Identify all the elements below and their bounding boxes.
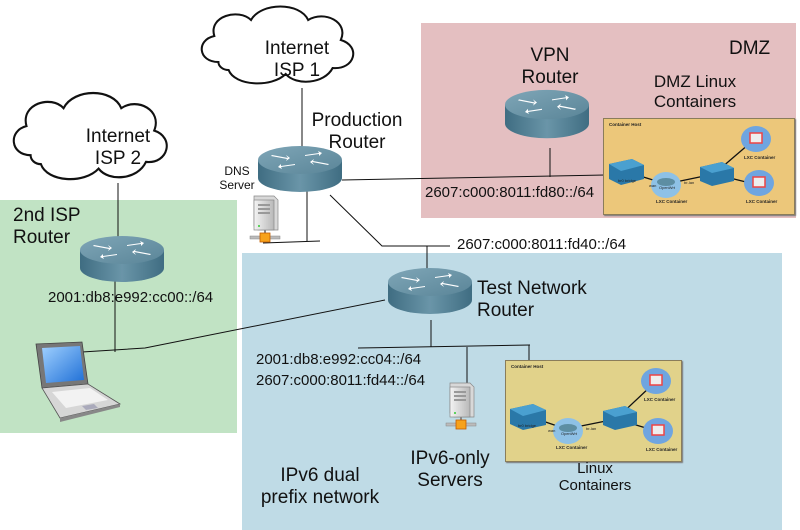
link-production-test xyxy=(329,194,450,247)
dmz-zone-label: DMZ xyxy=(729,38,771,59)
lxc-container-label: LXC Container xyxy=(646,447,678,452)
test-lan-bridge-icon xyxy=(603,406,637,430)
openwrt-label: OpenWrt xyxy=(561,431,577,436)
isp2-prefix-label: 2001:db8:e992:cc00::/64 xyxy=(48,289,214,306)
vpn-router-icon xyxy=(505,89,589,139)
dmz-lxc-container-icon xyxy=(744,170,774,196)
isp1-cloud-label: Internet ISP 1 xyxy=(264,38,330,81)
ipv6only-servers-label: IPv6-only Servers xyxy=(410,448,490,491)
dmz-containers-label: DMZ Linux Containers xyxy=(653,72,737,111)
lxc-container-label: LXC Container xyxy=(556,445,588,450)
link-production-dmz xyxy=(341,174,606,181)
isp2-router-icon xyxy=(80,236,164,282)
dmz-lan-bridge-icon xyxy=(700,162,734,186)
isp2-cloud-label: Internet ISP 2 xyxy=(85,126,151,169)
br-lan-label: br-lan xyxy=(586,426,597,431)
vpn-router-label: VPN Router xyxy=(521,45,579,88)
dmz-container-host: Container Host br0 bridge wan OpenWrt br… xyxy=(603,118,795,215)
dns-server-icon xyxy=(249,195,281,243)
test-lxc-container-icon xyxy=(643,418,673,444)
container-host-title: Container Host xyxy=(609,122,642,127)
test-lan-bus xyxy=(357,344,531,349)
test-lxc-container-icon xyxy=(641,368,671,394)
br-lan-label: br-lan xyxy=(684,180,695,185)
wan-label: wan xyxy=(548,428,556,433)
dns-bus xyxy=(262,240,321,244)
br0-bridge-label: br0 bridge xyxy=(518,423,537,428)
test-lan-prefix-1-label: 2001:db8:e992:cc04::/64 xyxy=(256,351,422,368)
test-containers-label: Linux Containers xyxy=(558,460,632,495)
dmz-openwrt-icon xyxy=(651,172,681,198)
ipv6only-server-icon xyxy=(445,382,477,430)
isp2-router-label: 2nd ISP Router xyxy=(13,205,81,248)
test-router-icon xyxy=(388,268,472,314)
dmz-br0-bridge-icon xyxy=(609,159,644,185)
container-host-title: Container Host xyxy=(511,364,544,369)
test-openwrt-icon xyxy=(553,418,583,444)
dmz-prefix-label: 2607:c000:8011:fd80::/64 xyxy=(425,184,595,201)
dmz-lxc-container-icon xyxy=(741,126,771,152)
lxc-container-label: LXC Container xyxy=(744,155,776,160)
wan-label: wan xyxy=(649,183,657,188)
lxc-container-label: LXC Container xyxy=(644,397,676,402)
production-router-label: Production Router xyxy=(311,110,403,153)
br0-bridge-label: br0 bridge xyxy=(618,178,637,183)
laptop-icon xyxy=(35,341,122,422)
test-lan-prefix-2-label: 2607:c000:8011:fd44::/64 xyxy=(256,372,426,389)
openwrt-label: OpenWrt xyxy=(659,185,675,190)
test-router-label: Test Network Router xyxy=(477,278,587,321)
test-br0-bridge-icon xyxy=(510,404,546,430)
dns-server-label: DNS Server xyxy=(219,164,255,192)
test-uplink-prefix-label: 2607:c000:8011:fd40::/64 xyxy=(457,236,627,253)
lxc-container-label: LXC Container xyxy=(656,199,688,204)
lxc-container-label: LXC Container xyxy=(746,199,778,204)
link-laptop-test xyxy=(81,299,386,353)
test-zone-label: IPv6 dual prefix network xyxy=(260,465,380,508)
test-container-host: Container Host br0 bridge wan OpenWrt br… xyxy=(505,360,682,462)
